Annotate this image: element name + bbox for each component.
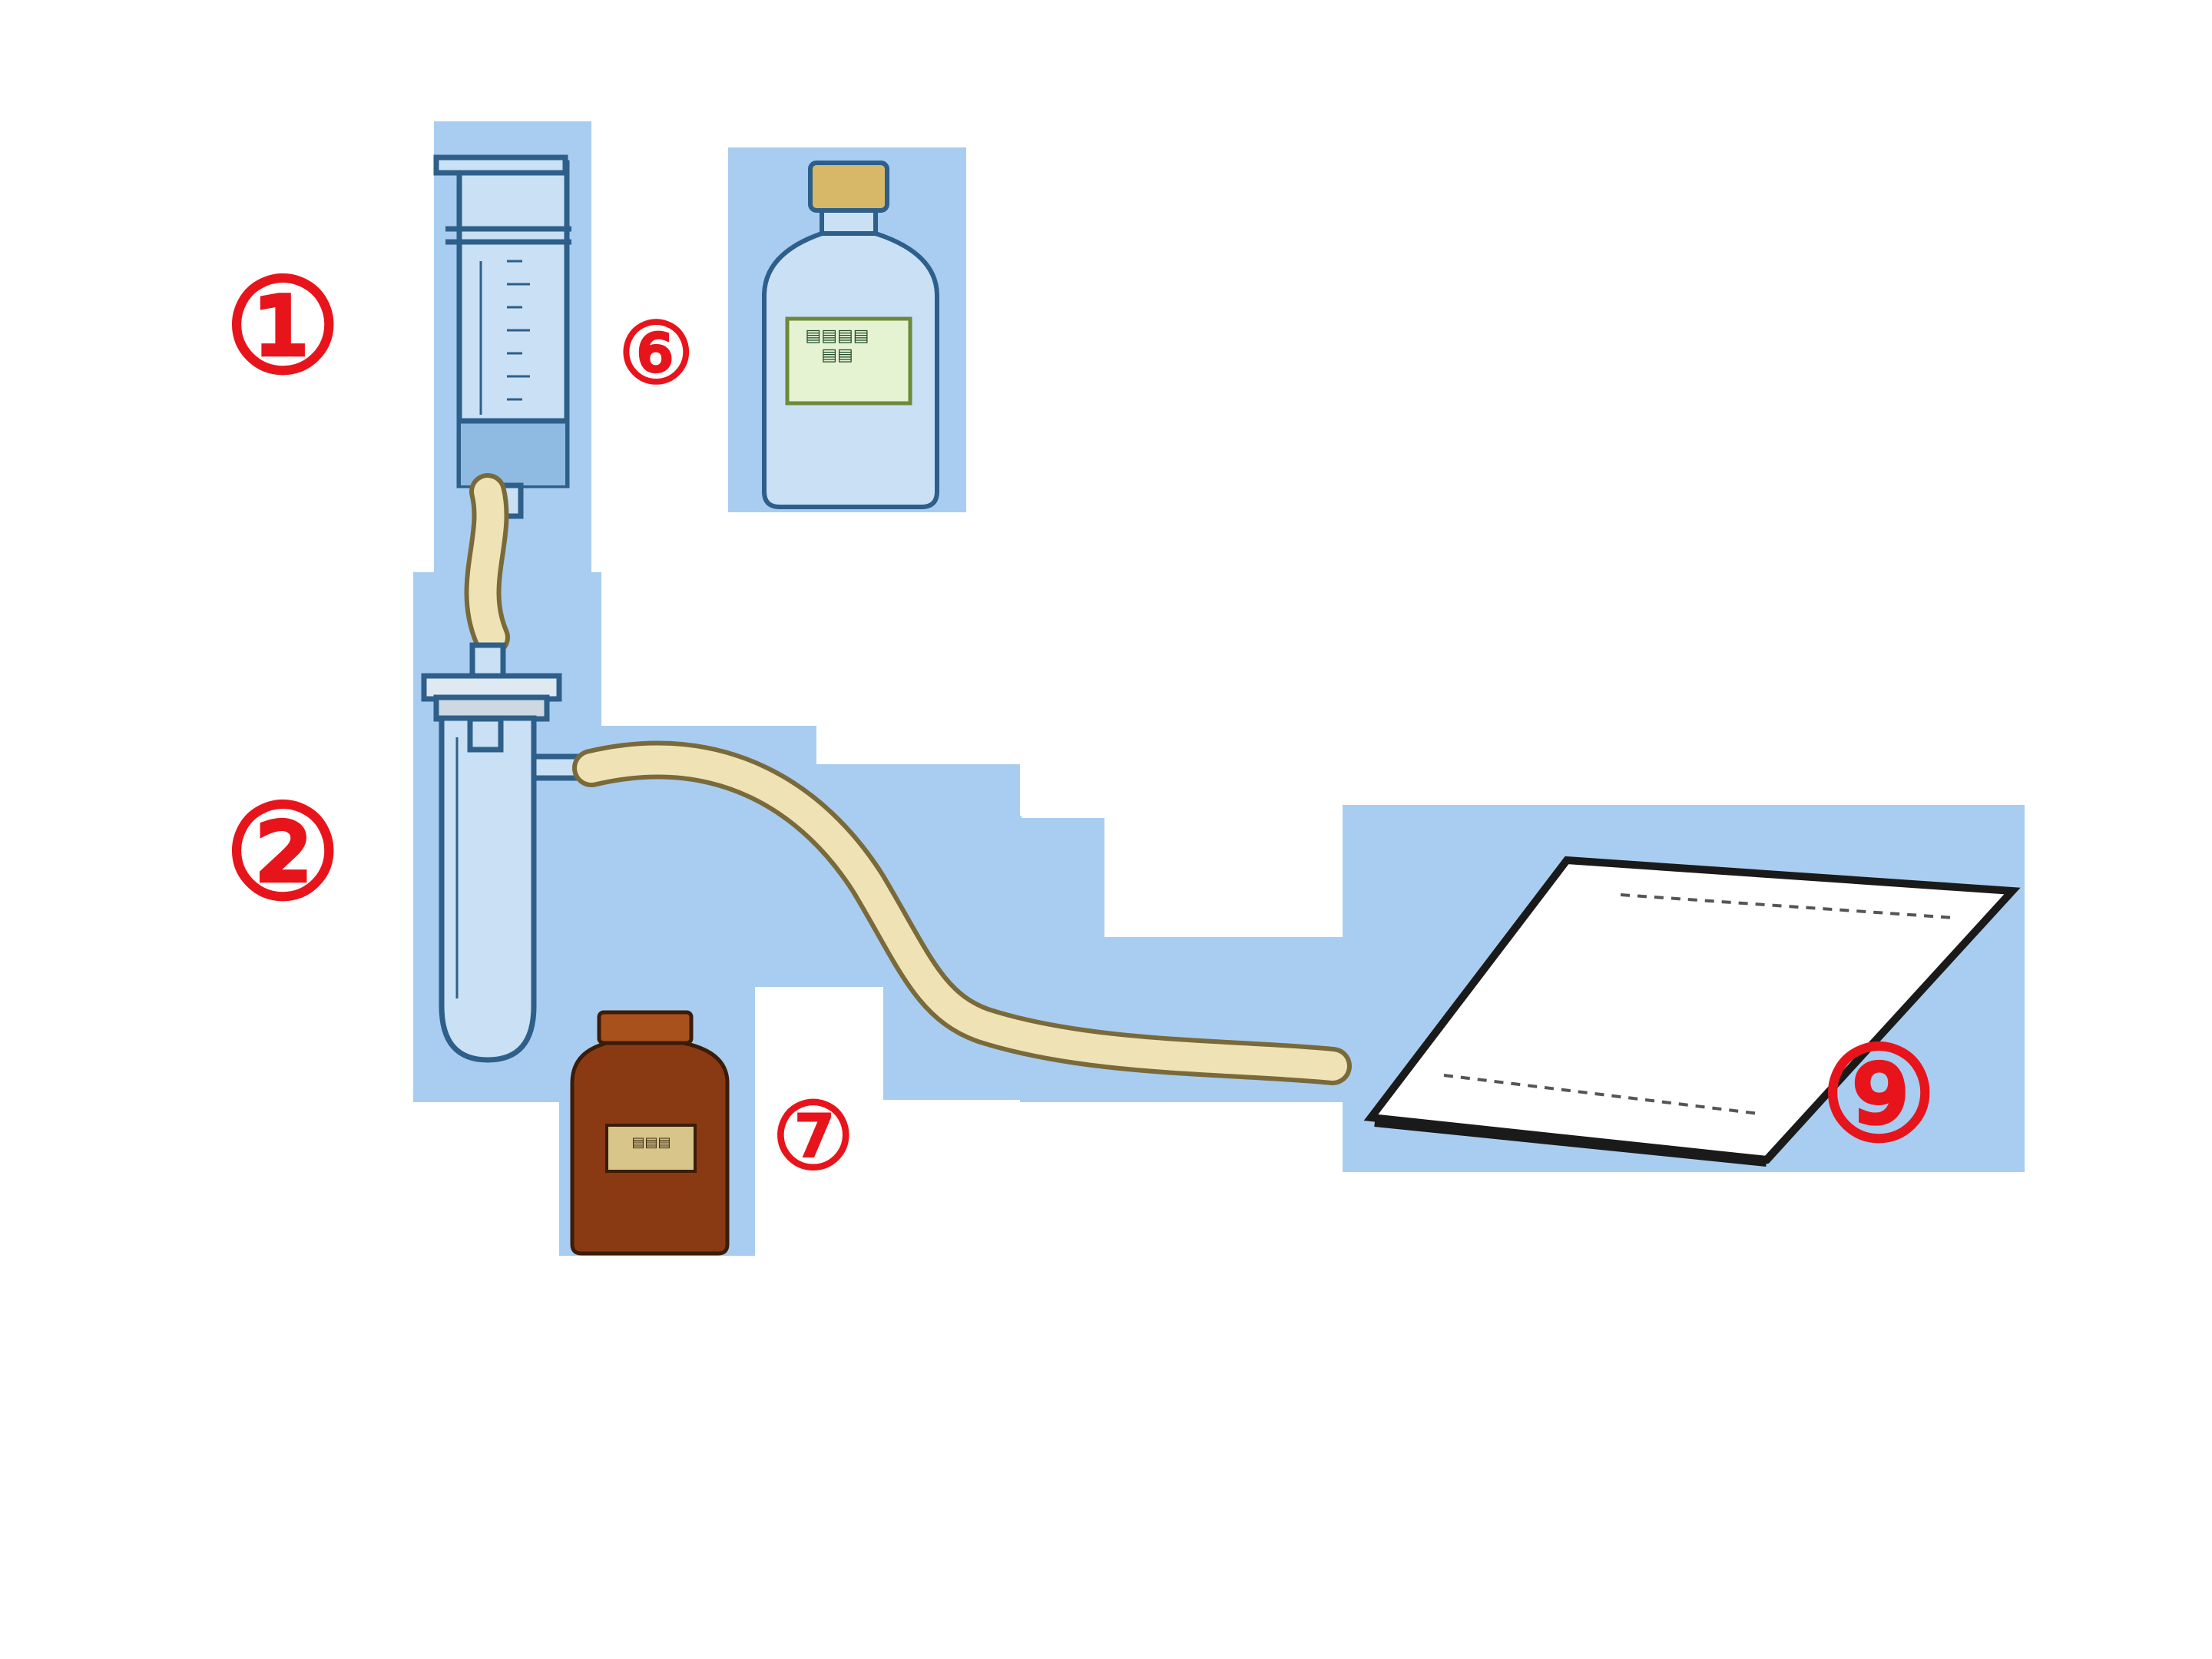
connector-hose bbox=[469, 478, 505, 651]
label-9: ⑨ bbox=[1820, 1018, 1938, 1171]
syringe-icon bbox=[433, 154, 571, 519]
bottle-7-label-mark: ▤▤▤ bbox=[631, 1134, 671, 1151]
label-7: ⑦ bbox=[772, 1082, 855, 1190]
test-paper-icon bbox=[1363, 856, 2021, 1167]
test-tube-icon bbox=[421, 642, 598, 1063]
label-2: ② bbox=[224, 776, 342, 929]
reagent-bottle-icon bbox=[762, 161, 939, 509]
label-1: ① bbox=[224, 250, 342, 403]
bottle-6-label-mark: ▤▤▤▤▤▤ bbox=[805, 326, 869, 366]
label-6: ⑥ bbox=[618, 303, 694, 402]
delivery-hose bbox=[577, 745, 1347, 1081]
amber-bottle-icon bbox=[570, 1010, 730, 1256]
